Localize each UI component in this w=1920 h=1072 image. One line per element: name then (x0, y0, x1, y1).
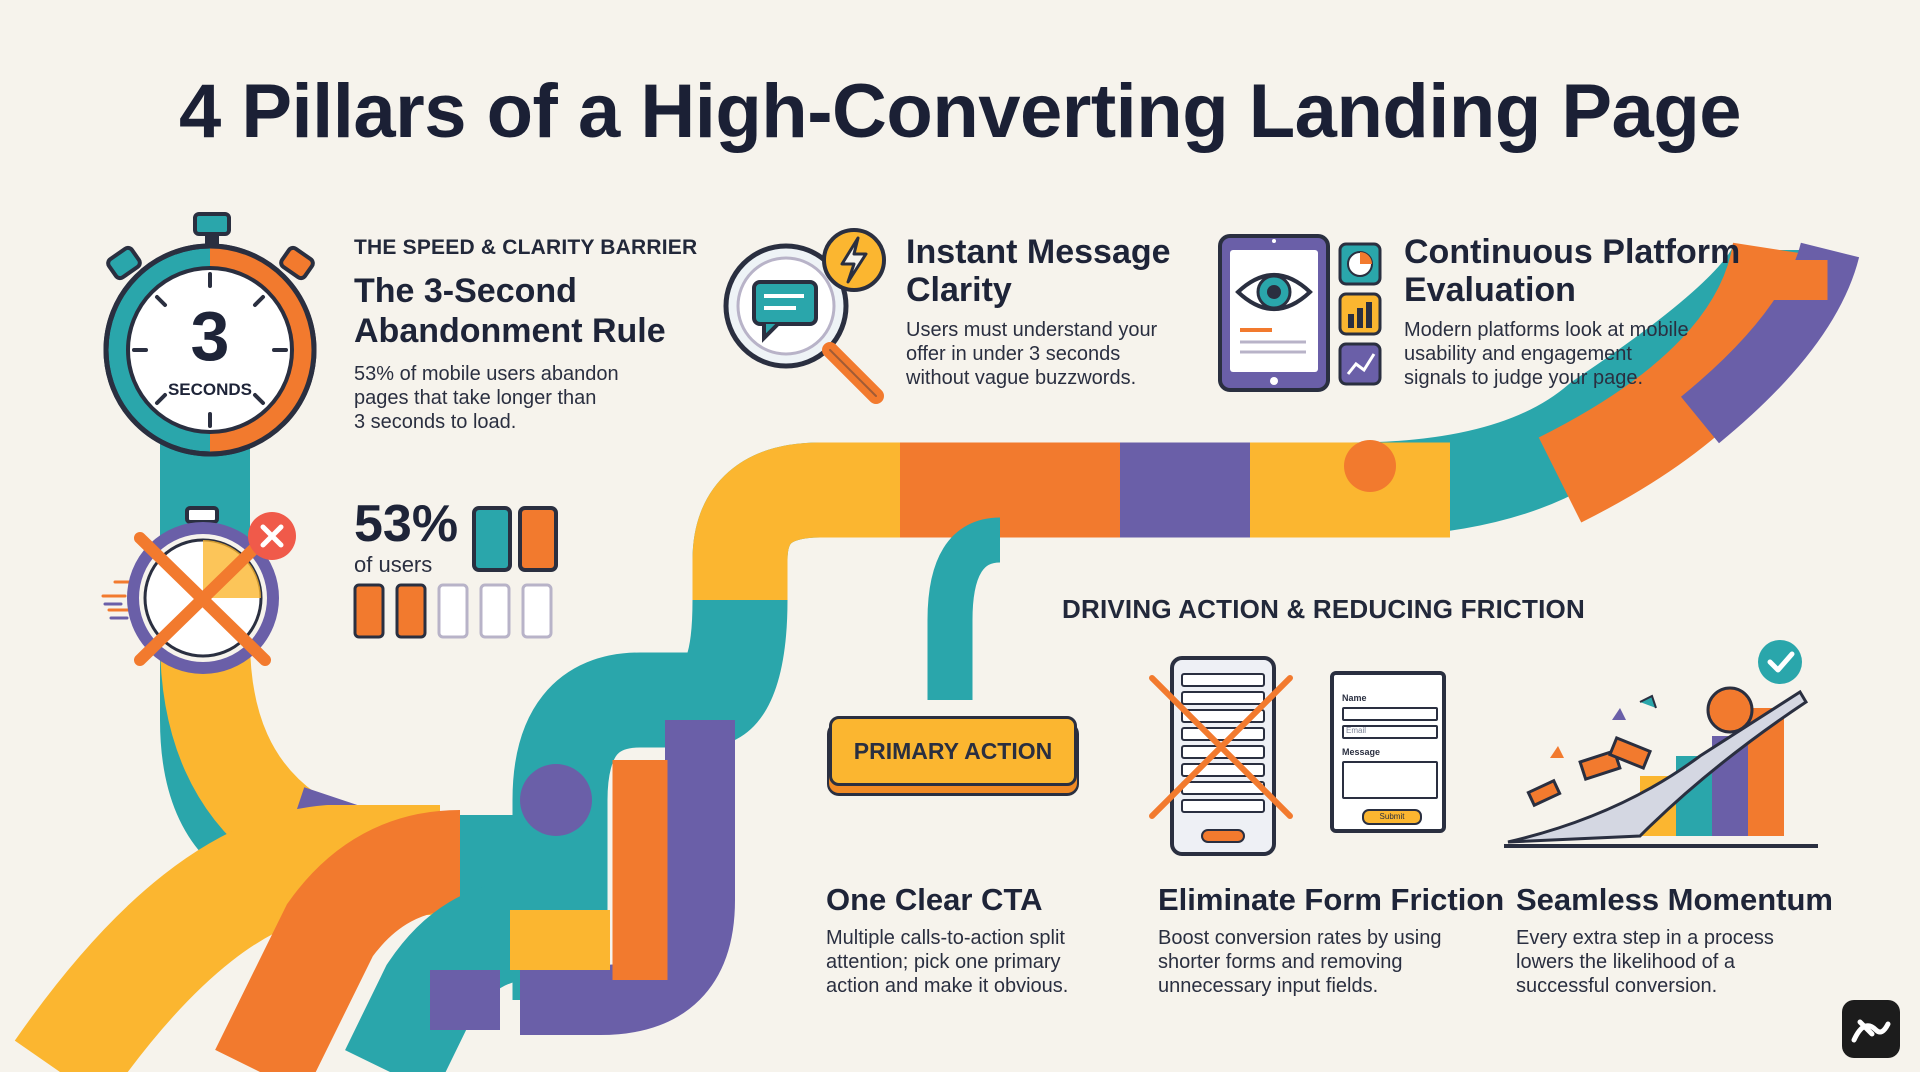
form-heading: Eliminate Form Friction (1158, 882, 1505, 917)
phone-row-graphic (353, 583, 553, 639)
brand-logo-icon (1842, 1000, 1900, 1058)
form-field-message (1342, 761, 1438, 799)
momentum-body-line3: successful conversion. (1516, 975, 1718, 997)
form-field-email (1342, 725, 1438, 739)
form-body-line1: Boost conversion rates by using (1158, 927, 1442, 949)
speed-kicker: THE SPEED & CLARITY BARRIER (354, 236, 698, 259)
phone-icon (479, 583, 511, 639)
message-body-line3: without vague buzzwords. (906, 367, 1137, 389)
phone-icon (521, 583, 553, 639)
platform-heading-line2: Evaluation (1404, 271, 1576, 309)
cta-body-line3: action and make it obvious. (826, 975, 1069, 997)
momentum-body-line2: lowers the likelihood of a (1516, 951, 1736, 973)
form-label-name: Name (1342, 693, 1367, 703)
phone-icon (472, 506, 512, 572)
form-field-name (1342, 707, 1438, 721)
phone-icon (518, 506, 558, 572)
phone-icon (437, 583, 469, 639)
trend-icon (1338, 342, 1382, 386)
stopwatch-icon (103, 212, 317, 457)
message-body-line1: Users must understand your (906, 319, 1158, 341)
ramp-ball-icon (1504, 640, 1818, 848)
form-body-line3: unnecessary input fields. (1158, 975, 1379, 997)
magnifier-chat-icon (723, 228, 886, 404)
cta-body-line1: Multiple calls-to-action split (826, 927, 1065, 949)
speed-body-line1: 53% of mobile users abandon (354, 363, 619, 385)
form-body-line2: shorter forms and removing (1158, 951, 1403, 973)
platform-heading-line1: Continuous Platform (1404, 233, 1741, 271)
timer-label: SECONDS (167, 380, 253, 399)
stat-label: of users (354, 552, 433, 577)
speed-body-line2: pages that take longer than (354, 387, 597, 409)
phone-icon (395, 583, 427, 639)
check-icon (1758, 640, 1802, 684)
form-submit: Submit (1362, 809, 1422, 825)
speed-heading-line1: The 3-Second (354, 272, 577, 310)
long-form-icon (1149, 656, 1293, 856)
timer-number: 3 (190, 297, 230, 375)
momentum-heading: Seamless Momentum (1516, 882, 1833, 917)
primary-action-button[interactable]: PRIMARY ACTION (829, 716, 1077, 786)
message-heading-line2: Clarity (906, 271, 1012, 309)
phone-stat-graphic (472, 506, 558, 572)
form-label-message: Message (1342, 747, 1381, 757)
phone-icon (353, 583, 385, 639)
stat-value: 53% (354, 495, 459, 553)
friction-kicker: DRIVING ACTION & REDUCING FRICTION (1062, 594, 1585, 624)
message-heading-line1: Instant Message (906, 233, 1171, 271)
short-form-icon: Name Email Message Submit (1330, 671, 1446, 833)
broken-stopwatch-icon (101, 506, 296, 674)
form-label-email: Email (1346, 726, 1367, 735)
tablet-eye-icon (1218, 234, 1382, 392)
momentum-body-line1: Every extra step in a process (1516, 927, 1774, 949)
cta-heading: One Clear CTA (826, 882, 1043, 917)
page-title: 4 Pillars of a High-Converting Landing P… (178, 69, 1742, 154)
platform-body-line3: signals to judge your page. (1404, 367, 1644, 389)
speed-heading-line2: Abandonment Rule (354, 312, 666, 350)
cta-body-line2: attention; pick one primary (826, 951, 1061, 973)
message-body-line2: offer in under 3 seconds (906, 343, 1121, 365)
platform-body-line1: Modern platforms look at mobile (1404, 319, 1689, 341)
speed-body-line3: 3 seconds to load. (354, 411, 517, 433)
platform-body-line2: usability and engagement (1404, 343, 1632, 365)
